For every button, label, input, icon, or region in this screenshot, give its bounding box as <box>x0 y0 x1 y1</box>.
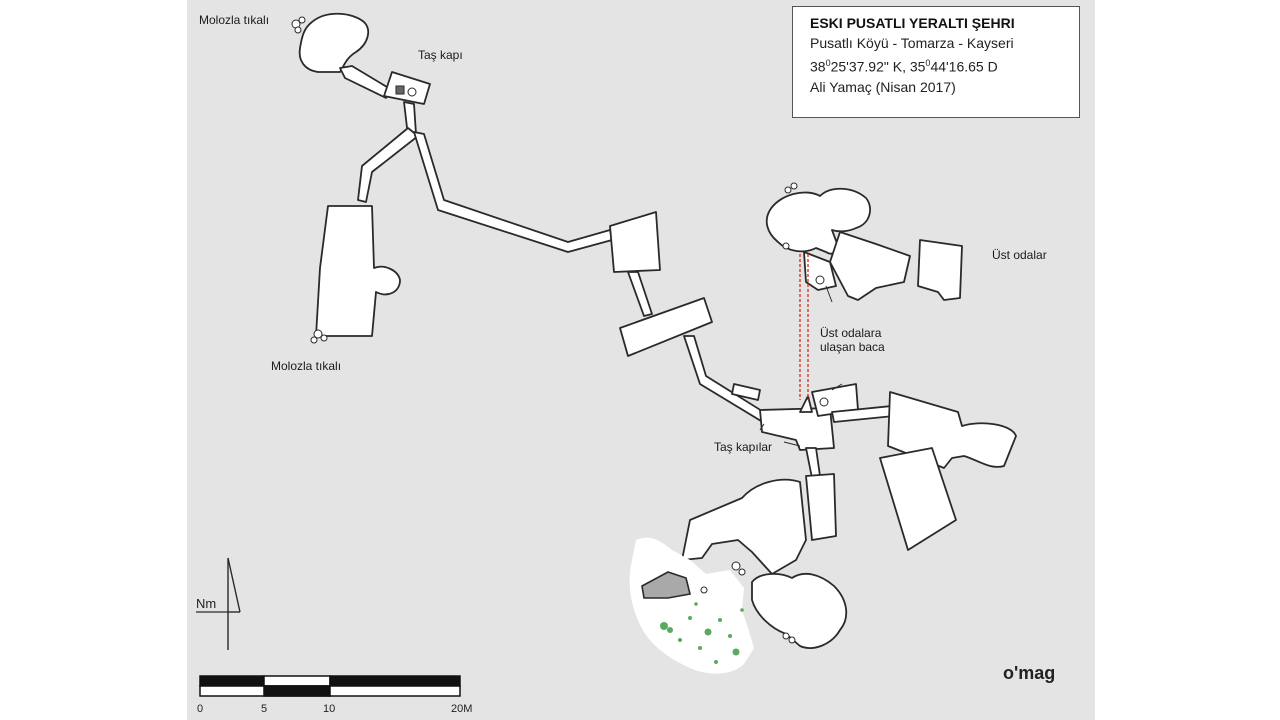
coord-deg-mark-1: 0 <box>825 58 831 68</box>
right-margin <box>1095 0 1280 720</box>
passage-south <box>805 447 821 479</box>
passage-to-junction <box>683 335 771 425</box>
map-coordinates: 38025'37.92" K, 35044'16.65 D <box>810 53 1079 77</box>
right-room-lower <box>879 447 957 551</box>
door-room <box>383 71 431 105</box>
top-chamber <box>298 12 370 73</box>
north-arrow <box>227 557 241 650</box>
triangle-niche <box>799 395 813 413</box>
label-ust-odalar: Üst odalar <box>992 248 1047 262</box>
vegetation-dots <box>660 602 744 664</box>
right-room-upper <box>887 391 1017 469</box>
upper-right-room <box>917 239 963 301</box>
chimney-shaft <box>799 254 809 400</box>
passage-south-2 <box>805 473 837 541</box>
door-stone <box>395 85 405 95</box>
mid-room-2 <box>619 297 713 357</box>
brand-logo: o'mag <box>1003 663 1056 683</box>
scale-tick-5: 5 <box>261 703 268 715</box>
coord-lat-deg: 38 <box>810 58 826 75</box>
passage-mid-down <box>627 271 653 317</box>
scale-tick-20m: 20M <box>451 703 473 715</box>
passage-long-right <box>413 131 613 253</box>
rock-mass <box>641 571 691 599</box>
scale-tick-10: 10 <box>323 703 336 715</box>
south-room-upper <box>681 478 807 575</box>
south-room-lower <box>751 572 848 649</box>
label-tas-kapilar: Taş kapılar <box>714 440 773 454</box>
pointer-lines <box>759 285 843 447</box>
label-tas-kapi: Taş kapı <box>418 48 463 62</box>
coord-lon-rest: 44'16.65 D <box>930 58 998 75</box>
passage-left-diag <box>357 127 419 203</box>
north-label: Nm <box>196 596 217 611</box>
rubble-marks <box>291 16 829 644</box>
label-baca-line1: Üst odalara <box>820 326 882 340</box>
vegetation-area <box>629 537 754 674</box>
left-margin <box>0 0 187 720</box>
coord-lat-rest: 25'37.92" K, 35 <box>830 58 926 75</box>
title-box: ESKI PUSATLI YERALTI ŞEHRI Pusatlı Köyü … <box>792 6 1080 118</box>
map-author: Ali Yamaç (Nisan 2017) <box>810 78 956 95</box>
upper-chamber-room <box>829 231 911 301</box>
label-baca-line2: ulaşan baca <box>820 340 885 354</box>
mid-room-1 <box>609 211 661 273</box>
map-title: ESKI PUSATLI YERALTI ŞEHRI <box>810 15 1015 31</box>
label-molozla-left: Molozla tıkalı <box>271 359 342 373</box>
label-molozla-top: Molozla tıkalı <box>199 13 270 27</box>
scale-tick-0: 0 <box>197 703 204 715</box>
left-hall <box>315 205 401 337</box>
map-location: Pusatlı Köyü - Tomarza - Kayseri <box>810 35 1014 51</box>
coord-deg-mark-2: 0 <box>925 58 931 68</box>
scale-bar <box>199 675 461 697</box>
small-oval <box>731 383 761 401</box>
